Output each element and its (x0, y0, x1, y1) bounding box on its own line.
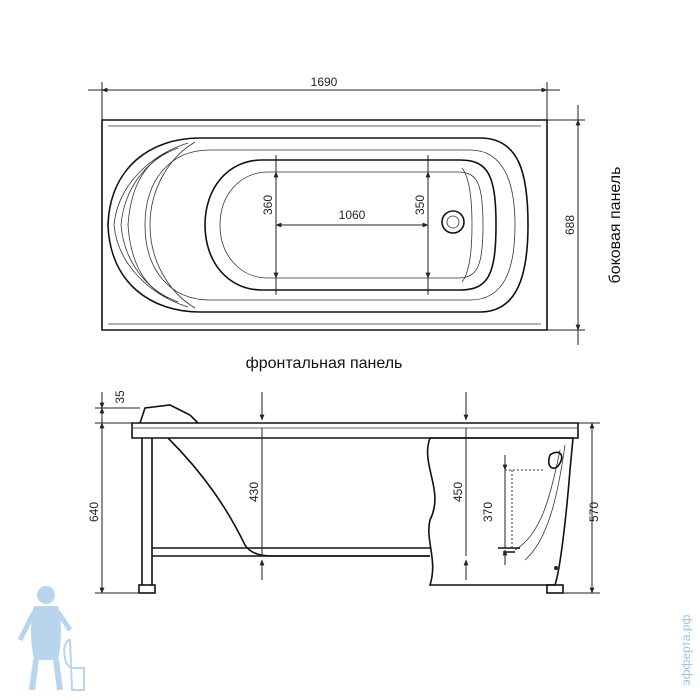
drain-icon (441, 210, 465, 234)
dim-depth-head: 430 (247, 482, 261, 502)
front-panel-label: фронтальная панель (246, 355, 403, 372)
dim-rim: 35 (113, 390, 127, 404)
front-panel (426, 437, 574, 586)
side-view: 35 640 430 450 370 570 (87, 390, 601, 594)
dim-depth-foot: 450 (451, 482, 465, 502)
frame (141, 438, 430, 585)
tub-bowl (204, 159, 497, 291)
dim-inner-width-head: 360 (261, 195, 275, 215)
dim-length: 1690 (311, 75, 338, 89)
watermark-text: эфферта.рф (679, 614, 693, 685)
dim-panel-height: 570 (587, 502, 601, 522)
dim-inner-width-foot: 350 (413, 195, 427, 215)
tub-body-section (167, 437, 430, 557)
tub-rim-side (131, 422, 579, 439)
side-panel-label: боковая панель (607, 167, 624, 284)
dim-drain-height: 370 (481, 502, 495, 522)
plumber-icon (17, 586, 85, 691)
dim-inner-length: 1060 (339, 208, 366, 222)
dim-total-height: 640 (87, 502, 101, 522)
top-view: 1690 688 1060 360 350 боковая панель фро… (88, 75, 624, 372)
dim-width: 688 (563, 215, 577, 235)
tub-shell-top (107, 137, 529, 313)
